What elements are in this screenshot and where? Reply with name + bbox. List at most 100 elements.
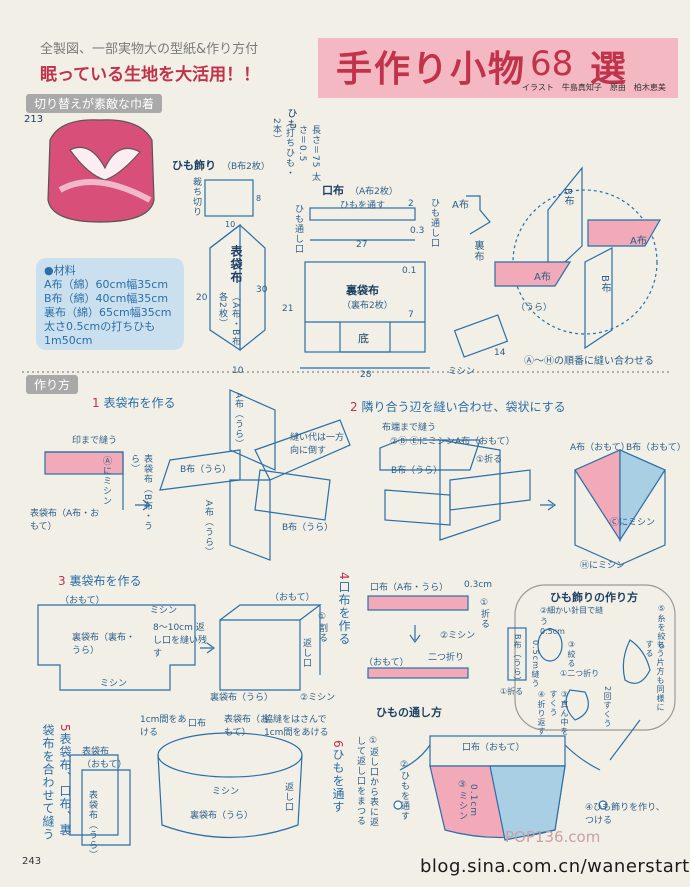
dim-21: 21 bbox=[282, 304, 294, 314]
s5-omote-left: 表袋布（おもて） bbox=[82, 747, 127, 770]
ura-bukuro-sub: （裏布2枚） bbox=[342, 301, 393, 311]
s1-omote-nuno: 表袋布（A布・おもて） bbox=[30, 509, 100, 532]
hk-ito: ⑤糸を絞る bbox=[657, 604, 666, 650]
himo-tooshi-left: ひも通し口 bbox=[293, 204, 303, 254]
step-number: 5 bbox=[58, 724, 72, 733]
s4-futatsu: 二つ折り bbox=[428, 653, 465, 663]
s1-b-ura-2: B布（うら） bbox=[282, 523, 334, 533]
step-text: 表袋布、口布、裏袋布を合わせて縫う bbox=[41, 724, 72, 841]
omote-bukuro-label: 表袋布 bbox=[229, 245, 243, 284]
s1-a-ura-2: A布（うら） bbox=[203, 500, 213, 558]
step-text: 裏袋布を作る bbox=[69, 574, 142, 588]
dim-10: 10 bbox=[225, 220, 236, 229]
material-line: 裏布（綿）65cm幅35cm bbox=[44, 306, 172, 319]
s5-kaeshiguchi: 返し口 bbox=[283, 782, 293, 812]
credit-line: イラスト 牛島真知子 原由 柏木恵美 bbox=[522, 83, 666, 92]
himo-kazari-label: ひも飾り bbox=[172, 159, 216, 172]
hk-mannaka: ③真ん中をすくう bbox=[549, 690, 569, 736]
himo-tooshi-right: ひも通し口 bbox=[429, 198, 439, 248]
hk-mouhitotsu: もう片方も同様にする bbox=[645, 640, 665, 712]
order-note: Ⓐ〜Ⓗの順番に縫い合わせる bbox=[524, 356, 654, 367]
ht-tosu: ②ひもを通す bbox=[399, 760, 409, 821]
s3-mishin-b: ミシン bbox=[100, 679, 128, 689]
hk-oru: ①折る bbox=[500, 687, 524, 696]
soko-label: 底 bbox=[358, 332, 369, 345]
dim-2: 2 bbox=[408, 199, 414, 209]
s2-a-omote-r: A布（おもて） bbox=[570, 443, 630, 453]
s5-ura-bukuro-ura: 裏袋布（うら） bbox=[190, 811, 254, 821]
s2-nuno-hashi: 布端まで縫う bbox=[382, 423, 437, 433]
s5-kuchinuno: 口布 bbox=[188, 719, 207, 729]
ura-label: （うら） bbox=[516, 303, 553, 313]
hk-komakai: ②細かい針目で縫う bbox=[540, 606, 604, 626]
s3-mishin2: ②ミシン bbox=[300, 693, 336, 703]
s1-a-mishin: Ⓐにミシン bbox=[101, 456, 111, 506]
s1-a-ura: A布（うら） bbox=[233, 392, 243, 450]
step-1-title: 1 表袋布を作る bbox=[92, 394, 175, 411]
dim-03: 0.3 bbox=[410, 226, 425, 236]
step-2-title: 2 隣り合う辺を縫い合わせ、袋状にする bbox=[350, 398, 566, 415]
step-text: 隣り合う辺を縫い合わせ、袋状にする bbox=[361, 400, 566, 414]
material-line: B布（綿）40cm幅35cm bbox=[44, 292, 169, 305]
pop-watermark: POP136.com bbox=[505, 828, 601, 846]
materials-box: ●材料 A布（綿）60cm幅35cm B布（綿）40cm幅35cm 裏布（綿）6… bbox=[36, 258, 184, 350]
dim-10b: 10 bbox=[232, 366, 244, 376]
ht-01cm: 0.1cm bbox=[468, 784, 478, 818]
step-number: 1 bbox=[92, 396, 100, 410]
ura-nuno-label: 裏布 bbox=[472, 240, 483, 262]
hk-b-ura: B布（うら） bbox=[513, 634, 522, 686]
tachikiri-label: 裁ち切り bbox=[191, 177, 201, 217]
s3-ura-bukuro: 裏袋布（裏布・うら） bbox=[72, 633, 136, 656]
s5-omote-bukuro: 表袋布（おもて） bbox=[224, 715, 270, 738]
title-number: 68 bbox=[530, 44, 574, 84]
s2-b-omote: B布（おもて） bbox=[626, 443, 686, 453]
ht-title: ひもの通し方 bbox=[376, 706, 442, 719]
section-tag: 作り方 bbox=[26, 375, 79, 394]
title-suffix: 選 bbox=[590, 49, 627, 90]
step-4-title: 4口布を作る bbox=[336, 572, 353, 646]
dim-30: 30 bbox=[256, 285, 268, 295]
s3-ura-bukuro-u: 裏袋布（うら） bbox=[210, 693, 274, 703]
hk-futatsu: ①二つ折り bbox=[560, 669, 600, 678]
step-number: 6 bbox=[331, 740, 345, 749]
material-line: A布（綿）60cm幅35cm bbox=[44, 278, 169, 291]
s2-b-ura: B布（うら） bbox=[391, 466, 443, 476]
circle-a-nuno: A布 bbox=[630, 236, 647, 247]
step-6-title: 6ひもを通す bbox=[330, 740, 347, 814]
s5-ura-left: 表袋布（うら） bbox=[87, 790, 97, 860]
s2-a-omote: A布（おもて） bbox=[455, 437, 515, 447]
dim-20: 20 bbox=[196, 293, 208, 303]
dim-27: 27 bbox=[356, 240, 368, 250]
step-5-title: 5表袋布、口布、裏袋布を合わせて縫う bbox=[40, 724, 74, 844]
himo-sub: （打ちひも・2本） bbox=[271, 118, 294, 178]
step-number: 3 bbox=[58, 574, 66, 588]
dim-14: 14 bbox=[494, 348, 506, 358]
a-nuno-label: A布 bbox=[452, 200, 469, 211]
himo-label: ひも bbox=[285, 108, 296, 130]
header-catchline: 眠っている生地を大活用！！ bbox=[40, 65, 261, 85]
circle-b-nuno: B布 bbox=[562, 188, 573, 207]
s3-omote: （おもて） bbox=[60, 596, 105, 606]
s4-omote: （おもて） bbox=[364, 658, 409, 668]
materials-heading: ●材料 bbox=[44, 264, 76, 277]
hk-orikaesu: ④折り返す bbox=[537, 690, 546, 736]
blog-watermark: blog.sina.com.cn/wanerstart bbox=[420, 856, 690, 877]
s1-nuishiro: 縫い代は一方向に倒す bbox=[290, 433, 345, 456]
step-3-title: 3 裏袋布を作る bbox=[58, 572, 141, 589]
hk-05: 0.5cm bbox=[540, 627, 565, 636]
s1-omote-b: 表袋布（B布・うら） bbox=[129, 454, 152, 532]
step-text: 表袋布を作る bbox=[103, 396, 176, 410]
s4-03cm: 0.3cm bbox=[464, 580, 493, 590]
material-line: 太さ0.5cmの打ちひも bbox=[44, 320, 156, 333]
step-number: 2 bbox=[350, 400, 358, 414]
s4-mishin: ②ミシン bbox=[440, 631, 476, 641]
ht-mishin: ③ミシン bbox=[457, 780, 467, 821]
dim-28: 28 bbox=[360, 370, 372, 380]
page-title: 手作り小物 bbox=[336, 49, 527, 90]
s3-mishin: ミシン bbox=[150, 606, 178, 616]
step-number: 4 bbox=[337, 572, 351, 581]
s4-oru: ①折る bbox=[479, 598, 489, 629]
project-number: 213 bbox=[24, 114, 44, 125]
hk-05b: 0.5cm縫う bbox=[531, 640, 540, 688]
